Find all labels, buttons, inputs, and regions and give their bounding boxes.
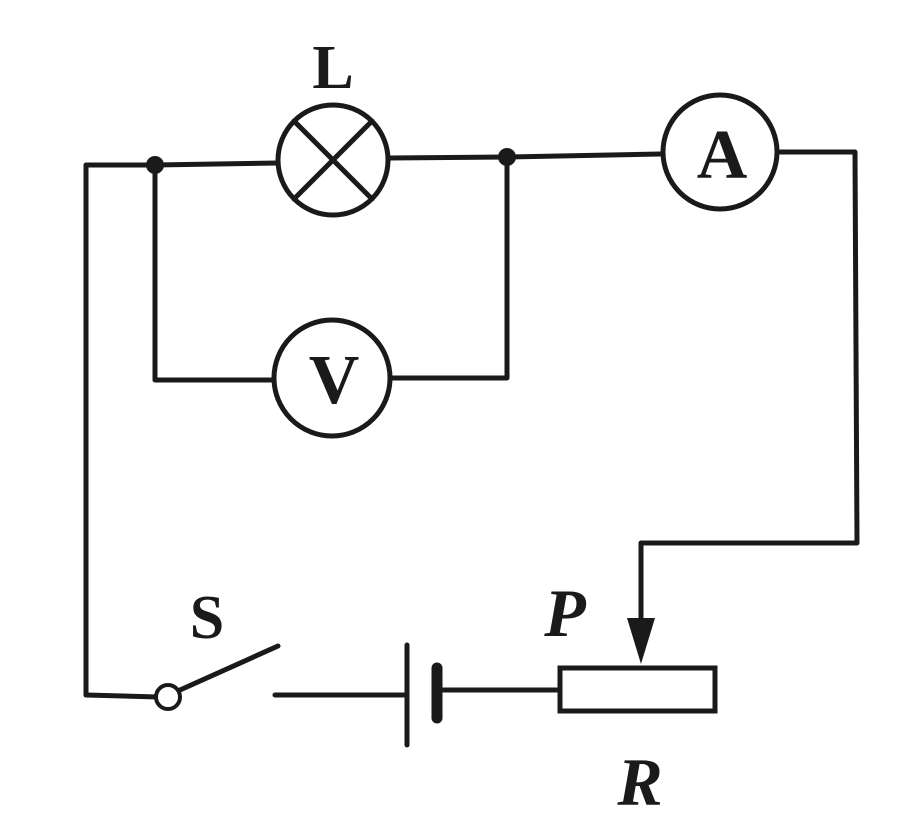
wires bbox=[83, 149, 860, 700]
slider-label: P bbox=[543, 575, 586, 651]
wire-voltmeter-left bbox=[152, 162, 276, 383]
rheostat-icon bbox=[557, 665, 718, 714]
voltmeter-icon: V bbox=[271, 317, 393, 439]
lamp-icon bbox=[275, 102, 391, 218]
lamp-label: L bbox=[312, 34, 353, 102]
junction-left bbox=[146, 156, 164, 174]
rheostat-body bbox=[557, 665, 718, 714]
junction-right bbox=[498, 148, 516, 166]
voltmeter-label: V bbox=[309, 342, 360, 419]
wire-top-middle bbox=[387, 151, 663, 161]
slider-arrow-icon bbox=[627, 618, 655, 664]
wire-right bbox=[638, 149, 860, 623]
switch-label: S bbox=[190, 584, 224, 652]
ammeter-label: A bbox=[697, 117, 748, 194]
wire-bottom-left bbox=[83, 692, 161, 700]
wire-voltmeter-right bbox=[387, 154, 510, 381]
switch-icon bbox=[154, 643, 281, 711]
wire-top-left bbox=[83, 160, 281, 698]
battery-icon bbox=[404, 642, 443, 748]
switch-pivot bbox=[154, 683, 182, 711]
rheostat-label: R bbox=[616, 744, 662, 820]
ammeter-icon: A bbox=[660, 92, 780, 212]
switch-blade bbox=[177, 643, 281, 693]
